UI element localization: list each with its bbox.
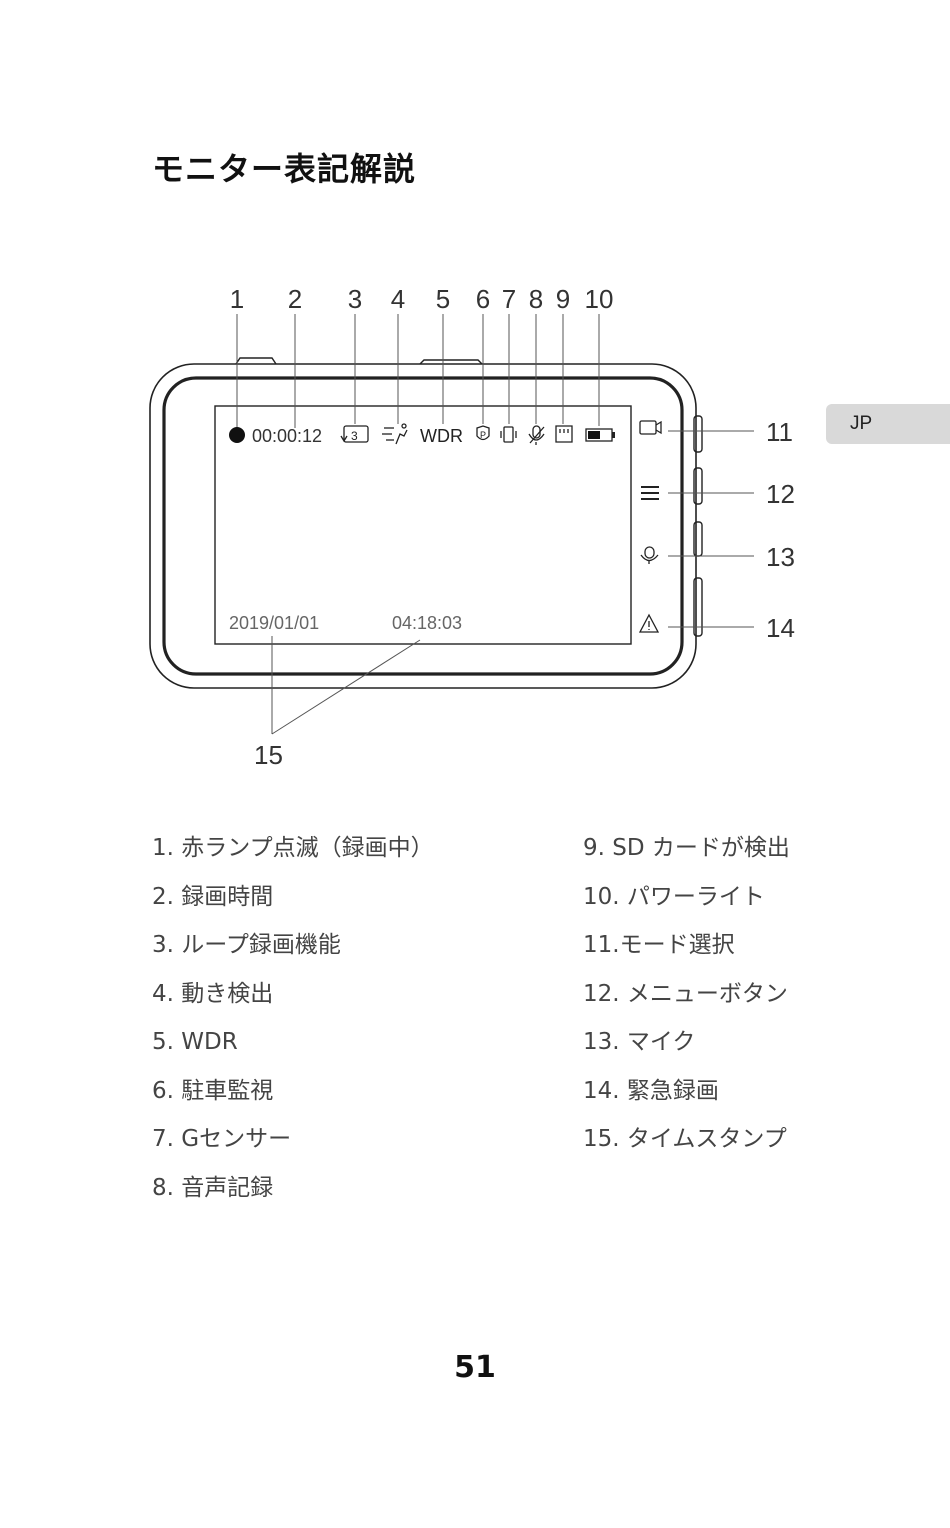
callout-7: 7 — [502, 284, 516, 314]
legend-item-12: 12. メニューボタン — [583, 970, 790, 1019]
callout-2: 2 — [288, 284, 302, 314]
warning-icon — [640, 615, 658, 632]
callout-1: 1 — [230, 284, 244, 314]
legend-item-9: 9. SD カードが検出 — [583, 824, 790, 873]
loop-badge: 3 — [351, 429, 358, 443]
callout-8: 8 — [529, 284, 543, 314]
mic-icon — [641, 547, 658, 564]
legend-item-10: 10. パワーライト — [583, 873, 790, 922]
legend-item-2: 2. 録画時間 — [152, 873, 434, 922]
callout-14: 14 — [766, 613, 795, 643]
right-callouts: 11 12 13 14 — [766, 417, 795, 643]
record-dot-icon — [229, 427, 245, 443]
callout-5: 5 — [436, 284, 450, 314]
recording-time: 00:00:12 — [252, 426, 322, 446]
timestamp-date: 2019/01/01 — [229, 613, 319, 633]
legend-item-6: 6. 駐車監視 — [152, 1067, 434, 1116]
callout-4: 4 — [391, 284, 405, 314]
callout-9: 9 — [556, 284, 570, 314]
legend-item-15: 15. タイムスタンプ — [583, 1115, 790, 1164]
legend-item-11: 11.モード選択 — [583, 921, 790, 970]
top-callouts: 1 2 3 4 5 6 7 8 9 10 — [230, 284, 614, 314]
menu-icon — [641, 487, 659, 499]
camera-mode-icon — [640, 421, 661, 434]
callout-6: 6 — [476, 284, 490, 314]
legend-item-13: 13. マイク — [583, 1018, 790, 1067]
legend-item-3: 3. ループ録画機能 — [152, 921, 434, 970]
dashcam-diagram: 1 2 3 4 5 6 7 8 9 10 00:00:12 3 WDR — [0, 0, 950, 800]
legend-item-7: 7. Gセンサー — [152, 1115, 434, 1164]
legend-item-4: 4. 動き検出 — [152, 970, 434, 1019]
callout-13: 13 — [766, 542, 795, 572]
callout-12: 12 — [766, 479, 795, 509]
legend-item-8: 8. 音声記録 — [152, 1164, 434, 1213]
legend-item-5: 5. WDR — [152, 1018, 434, 1067]
page-number: 51 — [0, 1350, 950, 1385]
callout-10: 10 — [585, 284, 614, 314]
legend-left: 1. 赤ランプ点滅（録画中） 2. 録画時間 3. ループ録画機能 4. 動き検… — [152, 824, 434, 1212]
svg-text:P: P — [480, 430, 486, 440]
callout-15: 15 — [254, 740, 283, 770]
wdr-label: WDR — [420, 426, 463, 446]
callout-11: 11 — [766, 417, 793, 447]
legend-right: 9. SD カードが検出 10. パワーライト 11.モード選択 12. メニュ… — [583, 824, 790, 1164]
timestamp-time: 04:18:03 — [392, 613, 462, 633]
legend-item-1: 1. 赤ランプ点滅（録画中） — [152, 824, 434, 873]
callout-3: 3 — [348, 284, 362, 314]
bottom-leader-lines — [272, 636, 420, 734]
legend-item-14: 14. 緊急録画 — [583, 1067, 790, 1116]
